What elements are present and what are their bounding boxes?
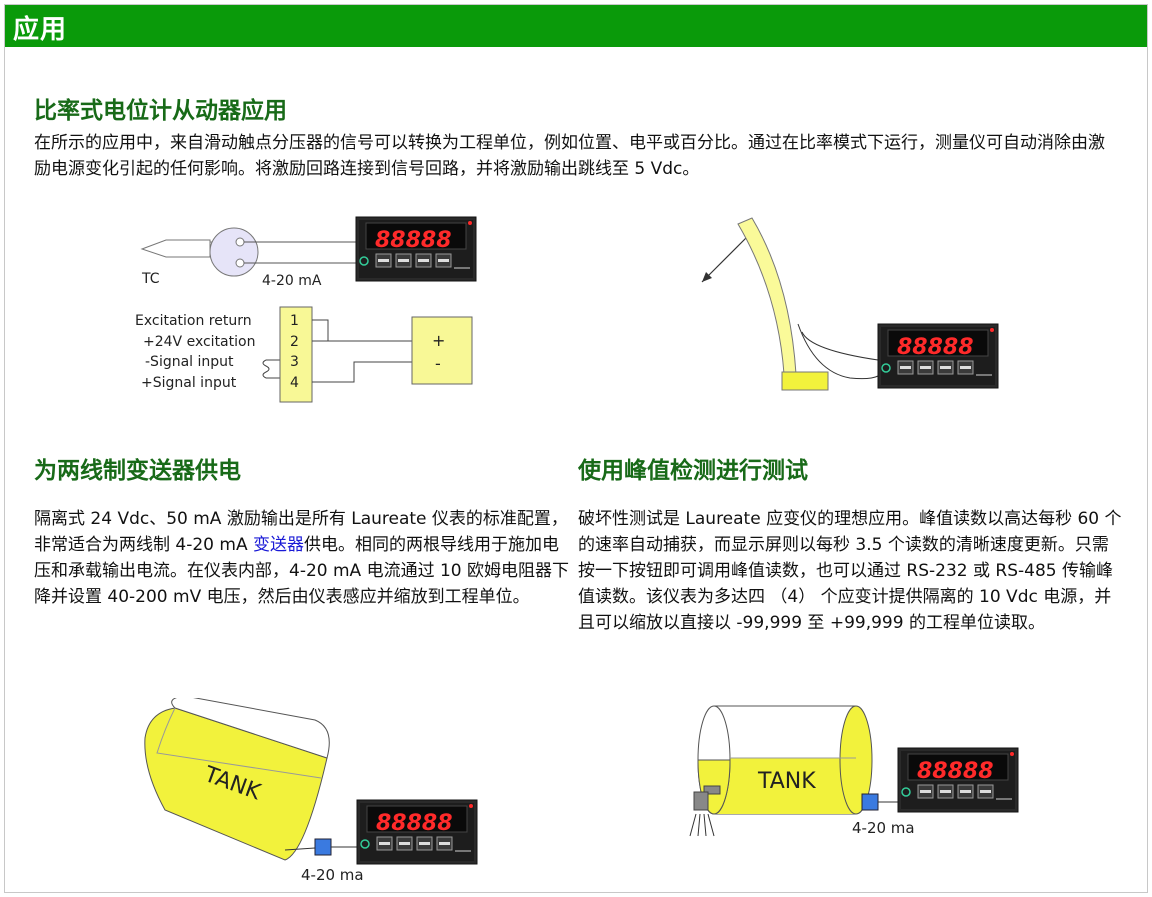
tank-fill <box>714 758 856 814</box>
tank-label: TANK <box>757 769 816 794</box>
transmitter-link[interactable]: 变送器 <box>252 535 304 555</box>
section-header-bar: 应用 <box>5 5 1147 47</box>
page-frame <box>4 4 1148 893</box>
diagram-strain-beam: 88888 <box>701 217 999 391</box>
deflection-arrow <box>701 231 753 283</box>
transmitter-block <box>861 793 879 811</box>
tank-end <box>839 705 873 815</box>
terminal-number-1: 1 <box>290 313 299 329</box>
tc-label: TC <box>141 271 160 287</box>
section-title-potentiometer: 比率式电位计从动器应用 <box>34 98 287 124</box>
section-paragraph-peak-detection: 破坏性测试是 Laureate 应变仪的理想应用。峰值读数以高达每秒 60 个的… <box>578 509 1122 633</box>
page-title: 应用 <box>13 15 68 45</box>
faucet <box>693 791 709 811</box>
gauge-cable <box>801 331 879 361</box>
terminal-label-3: -Signal input <box>145 354 234 370</box>
power-supply-box <box>411 316 473 385</box>
paragraph-text-part: 隔离式 24 Vdc、50 mA 激励输出是所有 Laureate 仪表的标准配… <box>34 509 568 555</box>
faucet <box>703 785 721 795</box>
resistor-symbol <box>262 359 270 379</box>
current-label: 4-20 mA <box>262 273 322 289</box>
terminal-label-1: Excitation return <box>135 313 252 329</box>
meter-display: 88888 <box>897 335 974 360</box>
sensor-wire <box>284 847 316 851</box>
transmitter-block <box>314 838 332 856</box>
section-paragraph-transmitter: 隔离式 24 Vdc、50 mA 激励输出是所有 Laureate 仪表的标准配… <box>34 506 574 610</box>
paragraph-text-part: 供电。相同的两根导线用于施加电压和承载输出电流。在仪表内部，4-20 mA 电流… <box>34 535 570 607</box>
terminal-number-3: 3 <box>290 354 299 370</box>
tank-top <box>171 698 330 759</box>
diagram-potentiometer-wiring: TC 4-20 mA 88888 Excitation return +24V … <box>135 216 477 403</box>
terminal-screw <box>235 237 245 247</box>
section-title-peak-detection: 使用峰值检测进行测试 <box>578 458 808 484</box>
minus-wire <box>312 361 412 383</box>
terminal-number-2: 2 <box>290 334 299 350</box>
current-label: 4-20 ma <box>852 819 915 837</box>
section-title-transmitter: 为两线制变送器供电 <box>34 458 241 484</box>
terminal-number-4: 4 <box>290 375 299 391</box>
terminal-block <box>279 306 313 403</box>
terminal-screw <box>235 258 245 268</box>
section-paragraph-potentiometer: 在所示的应用中，来自滑动触点分压器的信号可以转换为工程单位，例如位置、电平或百分… <box>34 133 1105 179</box>
transmitter-head <box>209 227 259 277</box>
jumper-wire <box>312 319 329 342</box>
gauge-cable <box>797 323 879 380</box>
terminal-label-2: +24V excitation <box>143 334 255 350</box>
meter-display: 88888 <box>376 811 453 836</box>
thermocouple-probe <box>140 239 211 258</box>
diagram-horizontal-tank: TANK 88888 4-20 ma <box>689 705 1019 837</box>
tank-fill <box>144 707 328 861</box>
water-spray <box>707 813 715 837</box>
water-spray <box>689 813 697 837</box>
water-spray <box>703 813 707 837</box>
current-label: 4-20 ma <box>301 866 364 884</box>
supply-plus-label: + <box>432 331 445 350</box>
water-spray <box>697 813 701 837</box>
tank-liquid-surface <box>156 707 322 779</box>
terminal-label-4: +Signal input <box>141 375 237 391</box>
supply-minus-label: - <box>435 354 441 373</box>
beam-base <box>781 371 829 391</box>
diagram-tilted-tank: TANK 88888 4-20 ma <box>144 698 478 884</box>
meter-display: 88888 <box>917 759 994 784</box>
arrow-head <box>702 272 712 282</box>
bending-beam <box>737 217 797 375</box>
meter-display: 88888 <box>375 228 452 253</box>
